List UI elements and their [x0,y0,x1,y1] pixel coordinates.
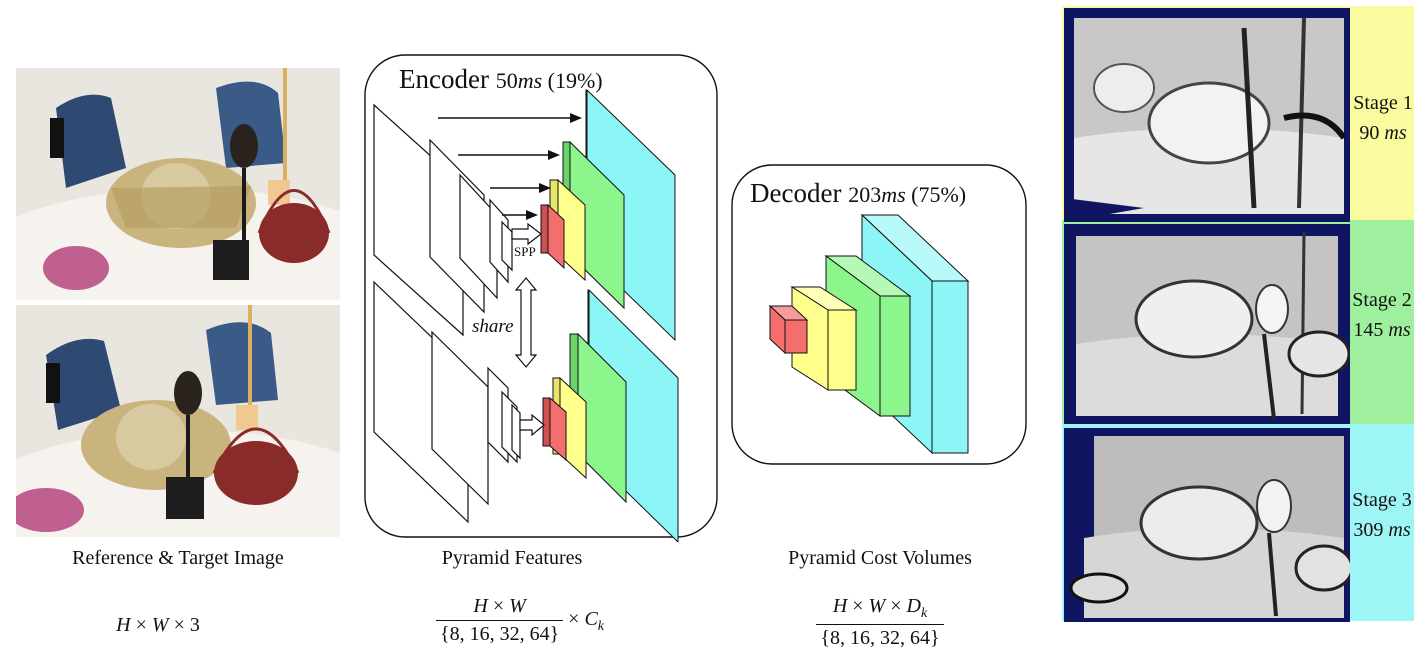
spp-label: SPP [514,244,536,259]
reference-target-caption: Reference & Target Image [72,547,284,569]
pyramid-features-caption: Pyramid Features [441,547,583,569]
encoder-title: Encoder 50ms (19%) [399,64,603,94]
stage-1-depth-map [1064,8,1350,222]
pyramid-cost-volumes-caption: Pyramid Cost Volumes [788,547,972,569]
stage-3-depth-map [1064,428,1350,622]
encoder-diagram: SPP share [364,54,718,542]
decoder-diagram [731,164,1027,465]
pyramid-cost-volumes-formula: H × W × Dk{8, 16, 32, 64} [760,595,1000,650]
share-double-arrow [514,277,538,368]
reference-photo-illustration [16,68,340,300]
stage-1-label: Stage 1 90 ms [1353,92,1413,144]
decoder-title: Decoder 203ms (75%) [750,178,967,208]
stage-2-label: Stage 2 145 ms [1352,289,1412,341]
reference-image [16,68,340,300]
share-label: share [472,316,514,337]
target-photo-illustration [16,305,340,537]
input-shape-formula: H × W × 3 [116,614,200,636]
target-image [16,305,340,537]
encoder-bottom-pyramid [373,280,679,542]
encoder-top-pyramid [373,89,676,342]
pyramid-features-formula: H × W{8, 16, 32, 64} × Ck [390,595,650,646]
stage-2-depth-map [1064,224,1350,424]
stage-3-label: Stage 3 309 ms [1352,489,1412,541]
